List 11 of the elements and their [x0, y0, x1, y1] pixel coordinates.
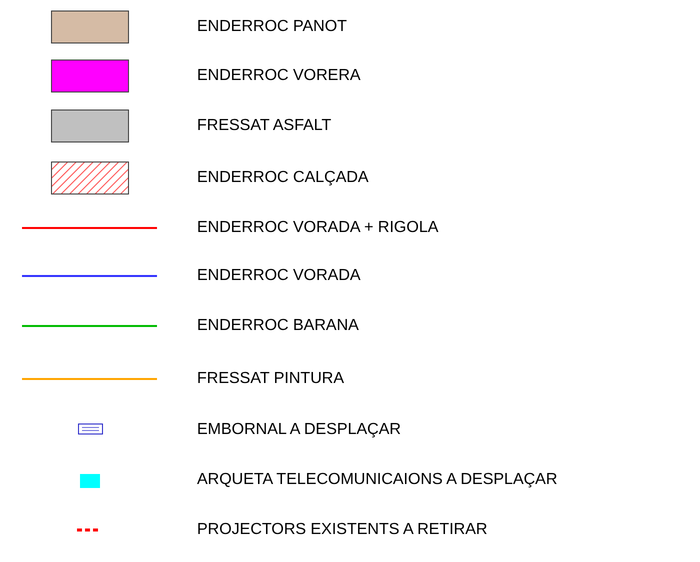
legend-label: ENDERROC CALÇADA: [197, 169, 369, 187]
legend-label: ARQUETA TELECOMUNICAIONS A DESPLAÇAR: [197, 471, 558, 489]
legend-label: ENDERROC VORERA: [197, 67, 361, 85]
legend-label: EMBORNAL A DESPLAÇAR: [197, 421, 401, 439]
legend-label: PROJECTORS EXISTENTS A RETIRAR: [197, 521, 488, 539]
legend-label: ENDERROC VORADA: [197, 267, 361, 285]
legend-label: ENDERROC BARANA: [197, 317, 359, 335]
legend-label: ENDERROC PANOT: [197, 18, 347, 36]
legend-label: ENDERROC VORADA + RIGOLA: [197, 219, 438, 237]
legend-label: FRESSAT PINTURA: [197, 370, 344, 388]
legend-label: FRESSAT ASFALT: [197, 117, 332, 135]
